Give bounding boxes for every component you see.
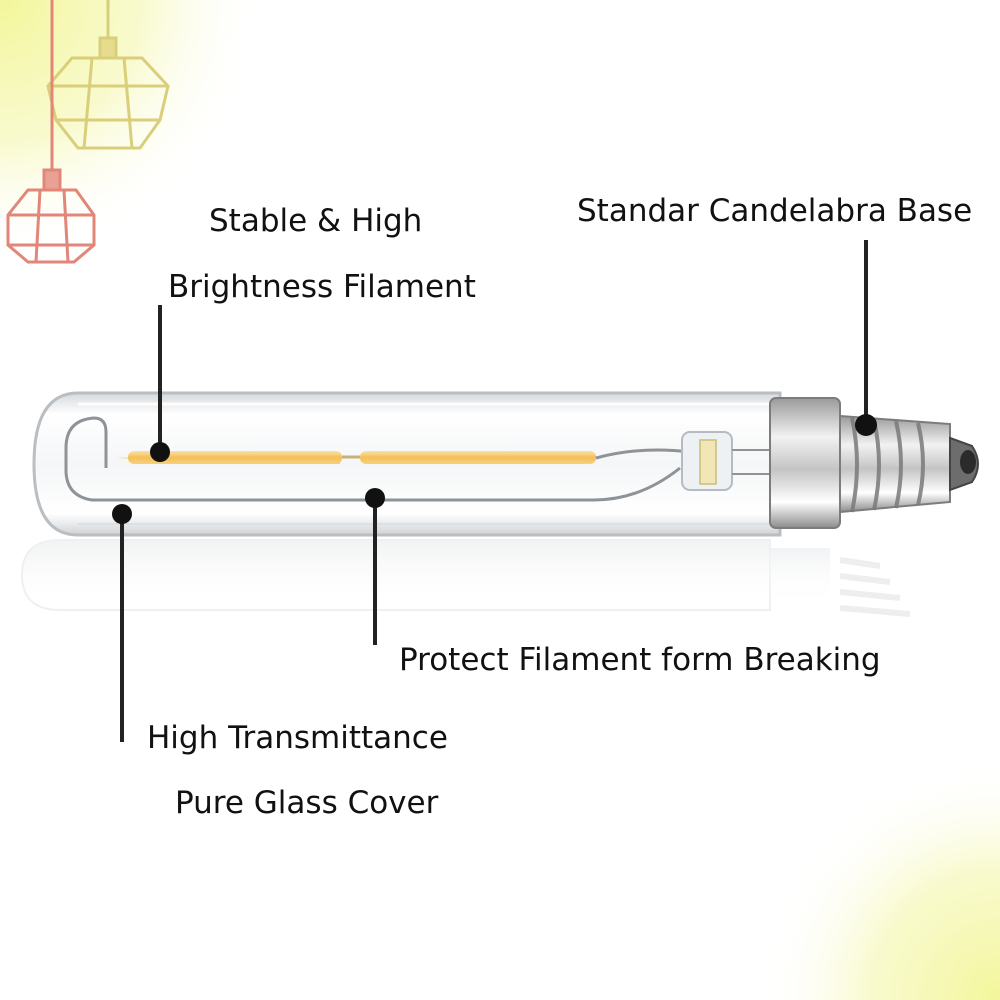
- callout-support-wire: [365, 488, 385, 645]
- led-filament: [116, 448, 691, 464]
- candelabra-base: [769, 397, 979, 529]
- callout-base: [855, 240, 877, 436]
- filament-label-line1: Stable & High: [209, 203, 423, 239]
- corner-glow-top-left: [0, 0, 300, 300]
- glass-label-line2: Pure Glass Cover: [175, 785, 439, 821]
- glass-label-line1: High Transmittance: [147, 720, 448, 756]
- support-wire: [64, 416, 681, 502]
- filament-label-line2: Brightness Filament: [168, 269, 476, 305]
- pendant-lamp-red-icon: [6, 0, 96, 264]
- base-label: Standar Candelabra Base: [577, 193, 973, 229]
- corner-glow-bottom-right: [700, 700, 1000, 1000]
- callout-glass: [112, 504, 132, 742]
- bulb-reflection: [20, 539, 911, 617]
- callout-filament: [150, 305, 170, 462]
- pendant-lamp-yellow-icon: [46, 0, 170, 150]
- protect-label: Protect Filament form Breaking: [399, 642, 881, 678]
